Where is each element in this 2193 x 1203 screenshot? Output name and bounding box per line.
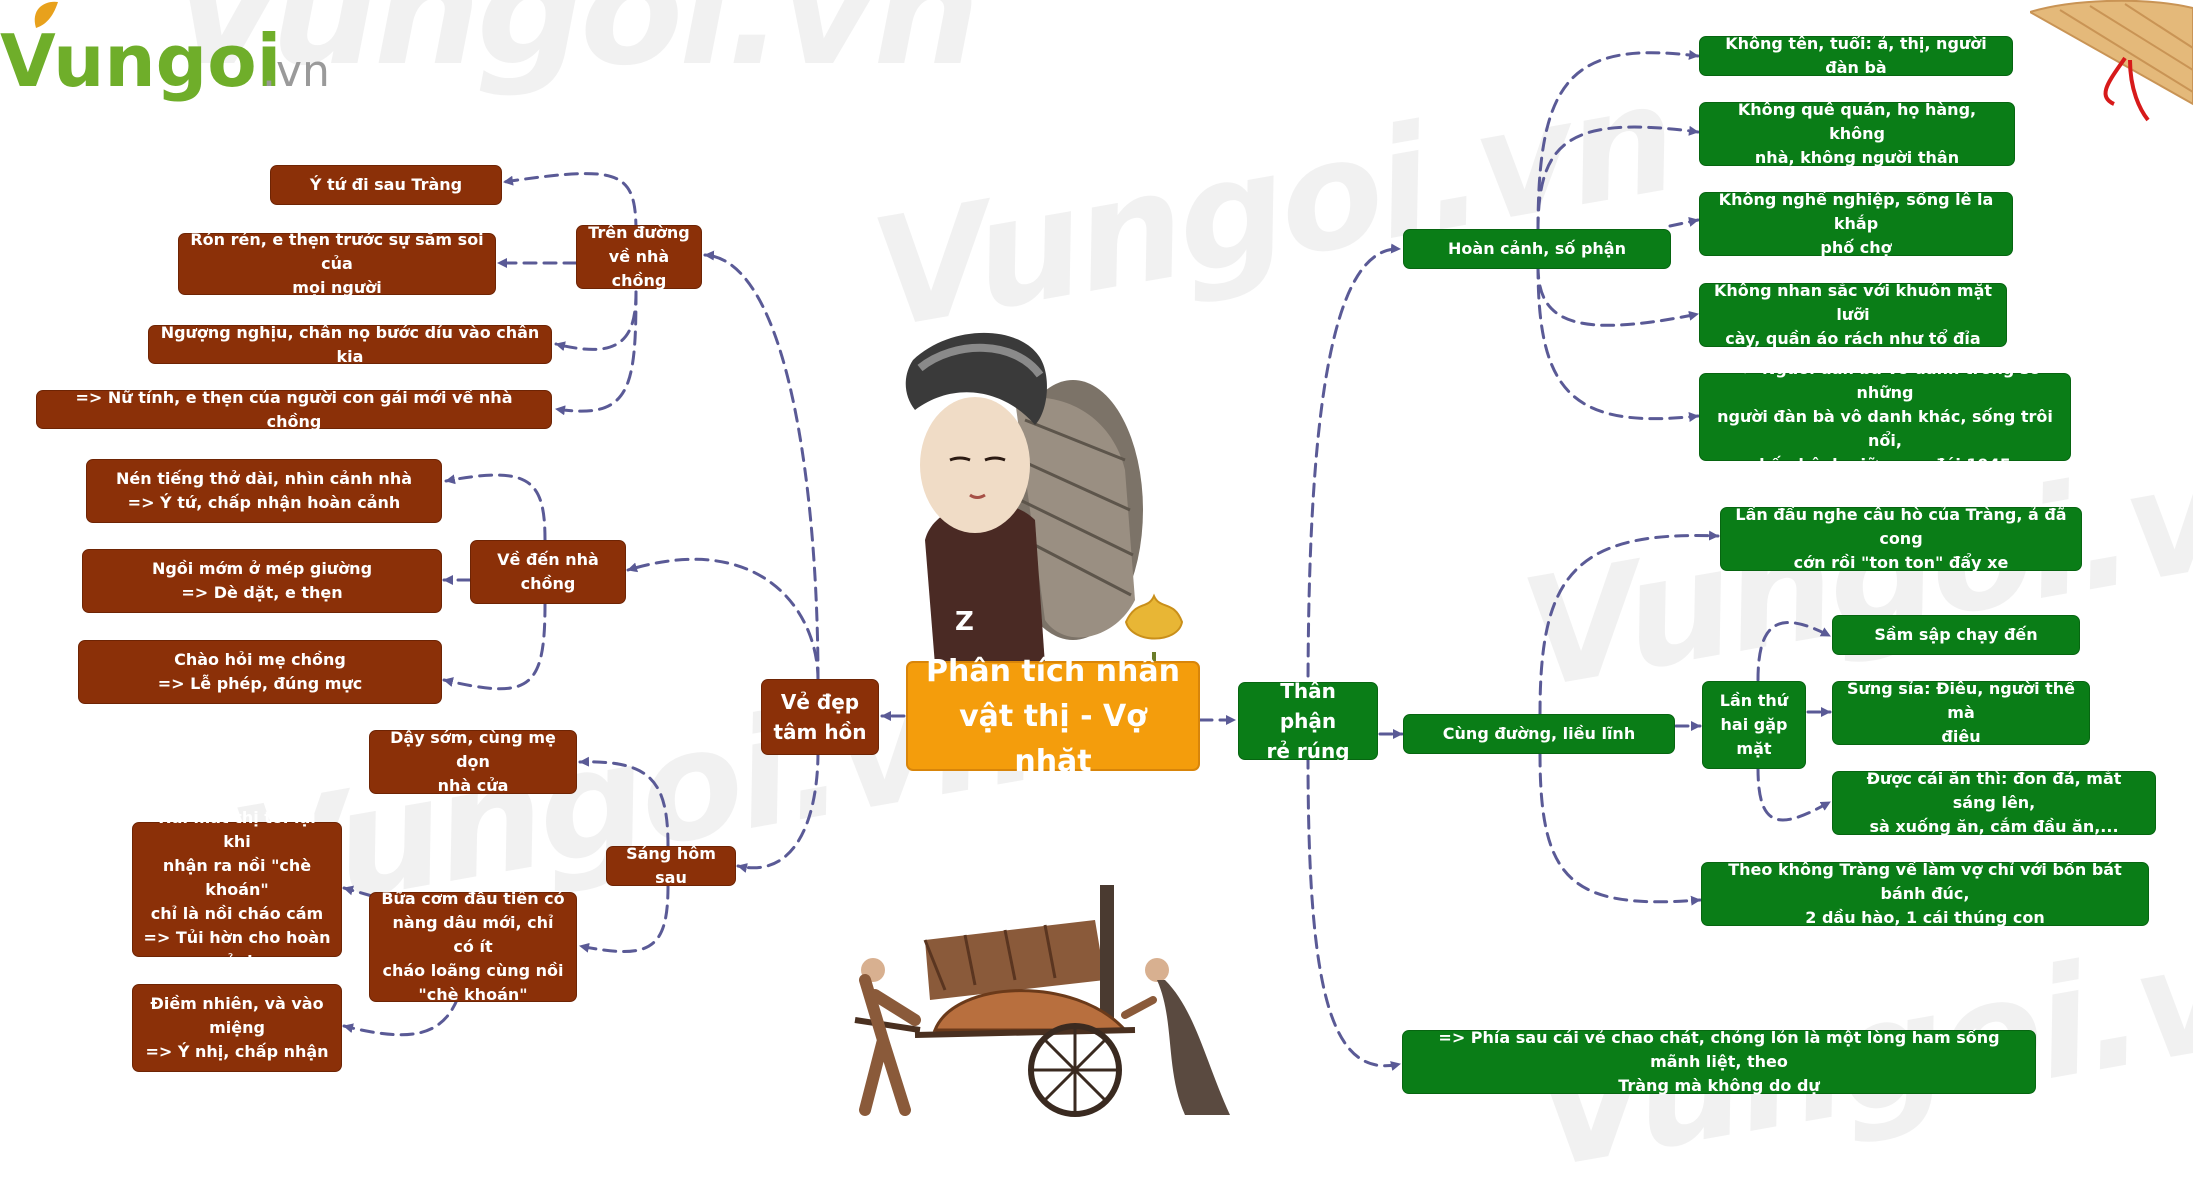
link-left-branch1 bbox=[703, 250, 820, 682]
svg-text:Z: Z bbox=[955, 607, 974, 637]
link-b3-i2 bbox=[578, 884, 670, 953]
link-b2-i1 bbox=[444, 473, 547, 542]
logo-graphic: Vungoi .vn bbox=[0, 1, 330, 103]
cart-scene-illustration bbox=[835, 880, 1265, 1131]
link-right-branch1 bbox=[1306, 243, 1402, 698]
right-b1-item-3[interactable]: Không nghề nghiệp, sống lê la khắp phố c… bbox=[1699, 190, 2013, 257]
right-b2-item-2[interactable]: Theo không Tràng về làm vợ chỉ với bốn b… bbox=[1701, 860, 2149, 927]
link-right-conclusion bbox=[1306, 754, 1402, 1071]
left-b3-item-3[interactable]: Điềm nhiên, và vào miệng => Ý nhị, chấp … bbox=[132, 984, 342, 1072]
right-b1-item-4[interactable]: Không nhan sắc với khuôn mặt lưỡi cày, q… bbox=[1699, 281, 2007, 348]
link-rb1-i4 bbox=[1536, 264, 1700, 327]
watermark-2: Vungoi.vn bbox=[861, 51, 1686, 363]
right-sub-item-2[interactable]: Sưng sỉa: Điêu, người thế mà điêu bbox=[1832, 679, 2090, 746]
link-rb2-i1 bbox=[1538, 530, 1720, 716]
link-rb1-i2 bbox=[1536, 125, 1700, 232]
svg-text:Vungoi: Vungoi bbox=[0, 19, 281, 103]
link-rb1-i5 bbox=[1536, 264, 1700, 422]
left-b2-item-3[interactable]: Chào hỏi mẹ chồng => Lễ phép, đúng mực bbox=[78, 640, 442, 704]
right-branch1-label[interactable]: Hoàn cảnh, số phận bbox=[1403, 229, 1671, 269]
link-sub-i1 bbox=[1756, 621, 1832, 682]
left-branch3-label[interactable]: Sáng hôm sau bbox=[606, 844, 736, 887]
brand-logo[interactable]: Vungoi .vn bbox=[0, 0, 340, 110]
left-b1-item-1[interactable]: Ý tứ đi sau Tràng bbox=[270, 165, 502, 205]
svg-text:.vn: .vn bbox=[262, 46, 330, 97]
link-rb1-i1 bbox=[1536, 49, 1700, 232]
link-b3-sub bbox=[342, 885, 374, 898]
right-b1-item-2[interactable]: Không quê quán, họ hàng, không nhà, khôn… bbox=[1699, 100, 2015, 167]
right-b2-item-1[interactable]: Lần đầu nghe câu hò của Tràng, ả đã cong… bbox=[1720, 505, 2082, 572]
right-b2-sub-label[interactable]: Lần thứ hai gặp mặt bbox=[1702, 681, 1806, 769]
left-branch2-label[interactable]: Về đến nhà chồng bbox=[470, 540, 626, 604]
link-sub-i3 bbox=[1756, 766, 1832, 822]
left-b2-item-1[interactable]: Nén tiếng thở dài, nhìn cảnh nhà => Ý tứ… bbox=[86, 459, 442, 523]
left-b3-item-1[interactable]: Dậy sớm, cùng mẹ dọn nhà cửa bbox=[369, 728, 577, 795]
link-b1-i3 bbox=[554, 290, 638, 352]
left-branch1-label[interactable]: Trên đường về nhà chồng bbox=[576, 223, 702, 290]
right-conclusion[interactable]: => Phía sau cái vẻ chao chát, chỏng lỏn … bbox=[1402, 1028, 2036, 1095]
link-b1-i4 bbox=[554, 290, 638, 416]
link-left-branch3 bbox=[736, 750, 820, 873]
link-rb1-i3 bbox=[1668, 216, 1700, 228]
link-b2-i3 bbox=[442, 602, 547, 691]
left-b1-item-4[interactable]: => Nữ tính, e thẹn của người con gái mới… bbox=[36, 388, 552, 431]
right-sub-item-3[interactable]: Được cái ăn thì: đon đả, mắt sáng lên, s… bbox=[1832, 769, 2156, 836]
left-b3-subitem[interactable]: Hai mắt thị tối lại khi nhận ra nồi "chè… bbox=[132, 808, 342, 971]
right-branch2-label[interactable]: Cùng đường, liều lĩnh bbox=[1403, 714, 1675, 754]
right-b1-item-1[interactable]: Không tên, tuổi: ả, thị, người đàn bà bbox=[1699, 34, 2013, 77]
center-topic[interactable]: Phân tích nhân vật thị - Vợ nhặt bbox=[906, 654, 1200, 779]
left-main-topic[interactable]: Vẻ đẹp tâm hồn bbox=[761, 679, 879, 755]
woman-portrait-illustration: Z bbox=[895, 320, 1195, 665]
link-b3-i1 bbox=[578, 756, 670, 848]
left-b1-item-2[interactable]: Rón rén, e thẹn trước sự săm soi của mọi… bbox=[178, 230, 496, 297]
left-b2-item-2[interactable]: Ngồi mớm ở mép giường => Dè dặt, e thẹn bbox=[82, 549, 442, 613]
link-rb2-i2 bbox=[1538, 752, 1702, 906]
left-b1-item-3[interactable]: Ngượng nghịu, chân nọ bước díu vào chân … bbox=[148, 323, 552, 366]
right-sub-item-1[interactable]: Sầm sập chạy đến bbox=[1832, 615, 2080, 655]
left-b3-item-2[interactable]: Bữa cơm đầu tiên có nàng dâu mới, chỉ có… bbox=[369, 889, 577, 1004]
conical-hat-icon bbox=[2027, 0, 2193, 130]
right-main-topic[interactable]: Thân phận rẻ rúng bbox=[1238, 679, 1378, 763]
right-b1-item-5[interactable]: => Người đàn bà vô danh trong số những n… bbox=[1699, 359, 2071, 474]
link-left-branch2 bbox=[626, 557, 820, 682]
